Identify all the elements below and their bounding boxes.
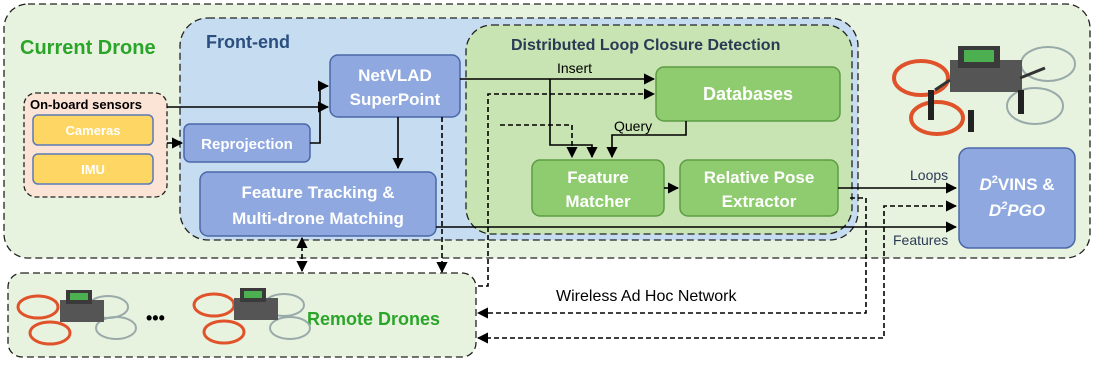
cameras-label: Cameras xyxy=(66,123,121,138)
query-label: Query xyxy=(614,118,652,134)
feature-tracking-box xyxy=(199,171,437,237)
query-arrow xyxy=(606,121,687,159)
netvlad-superpoint-box xyxy=(329,54,461,118)
remote-drones-label: Remote Drones xyxy=(307,309,440,329)
d2pgo-label: D2PGO xyxy=(989,200,1045,220)
cameras-box xyxy=(32,114,154,146)
features-label: Features xyxy=(893,232,948,248)
feature-tracking-label: Feature Tracking & xyxy=(241,183,394,202)
frontend-label: Front-end xyxy=(206,32,290,52)
loops-label: Loops xyxy=(910,167,948,183)
onboard-sensors-label: On-board sensors xyxy=(30,97,142,112)
dashed-arrows xyxy=(296,88,958,344)
reprojection-to-netvlad-arrow xyxy=(310,80,330,144)
ellipsis-label: ••• xyxy=(146,308,165,328)
insert-label: Insert xyxy=(557,60,592,76)
imu-label: IMU xyxy=(81,162,105,177)
relative-pose-label-1: Relative Pose xyxy=(704,168,815,187)
remote-drone-image-1 xyxy=(16,290,137,346)
superpoint-label: SuperPoint xyxy=(350,90,441,109)
network-to-matcher-arrow xyxy=(500,124,578,159)
multi-drone-matching-label: Multi-drone Matching xyxy=(232,209,404,228)
databases-label: Databases xyxy=(703,84,793,104)
wireless-network-label: Wireless Ad Hoc Network xyxy=(556,288,737,305)
remote-drone-image-2 xyxy=(192,288,311,345)
imu-box xyxy=(32,153,154,185)
reprojection-label: Reprojection xyxy=(201,136,293,153)
dlcd-label: Distributed Loop Closure Detection xyxy=(511,37,780,54)
d2vins-box xyxy=(958,147,1076,249)
remote-to-d2vins-arrow xyxy=(476,200,958,344)
current-drone-image xyxy=(892,46,1076,136)
current-drone-label: Current Drone xyxy=(20,37,156,59)
databases-box xyxy=(655,66,841,122)
d2vins-label: D2VINS & xyxy=(979,174,1054,194)
feature-matcher-label-2: Matcher xyxy=(565,192,631,211)
netvlad-label: NetVLAD xyxy=(358,66,432,85)
relative-pose-label-2: Extractor xyxy=(722,192,797,211)
feature-matcher-label-1: Feature xyxy=(567,168,628,187)
insert-to-matcher-arrow xyxy=(549,79,598,159)
